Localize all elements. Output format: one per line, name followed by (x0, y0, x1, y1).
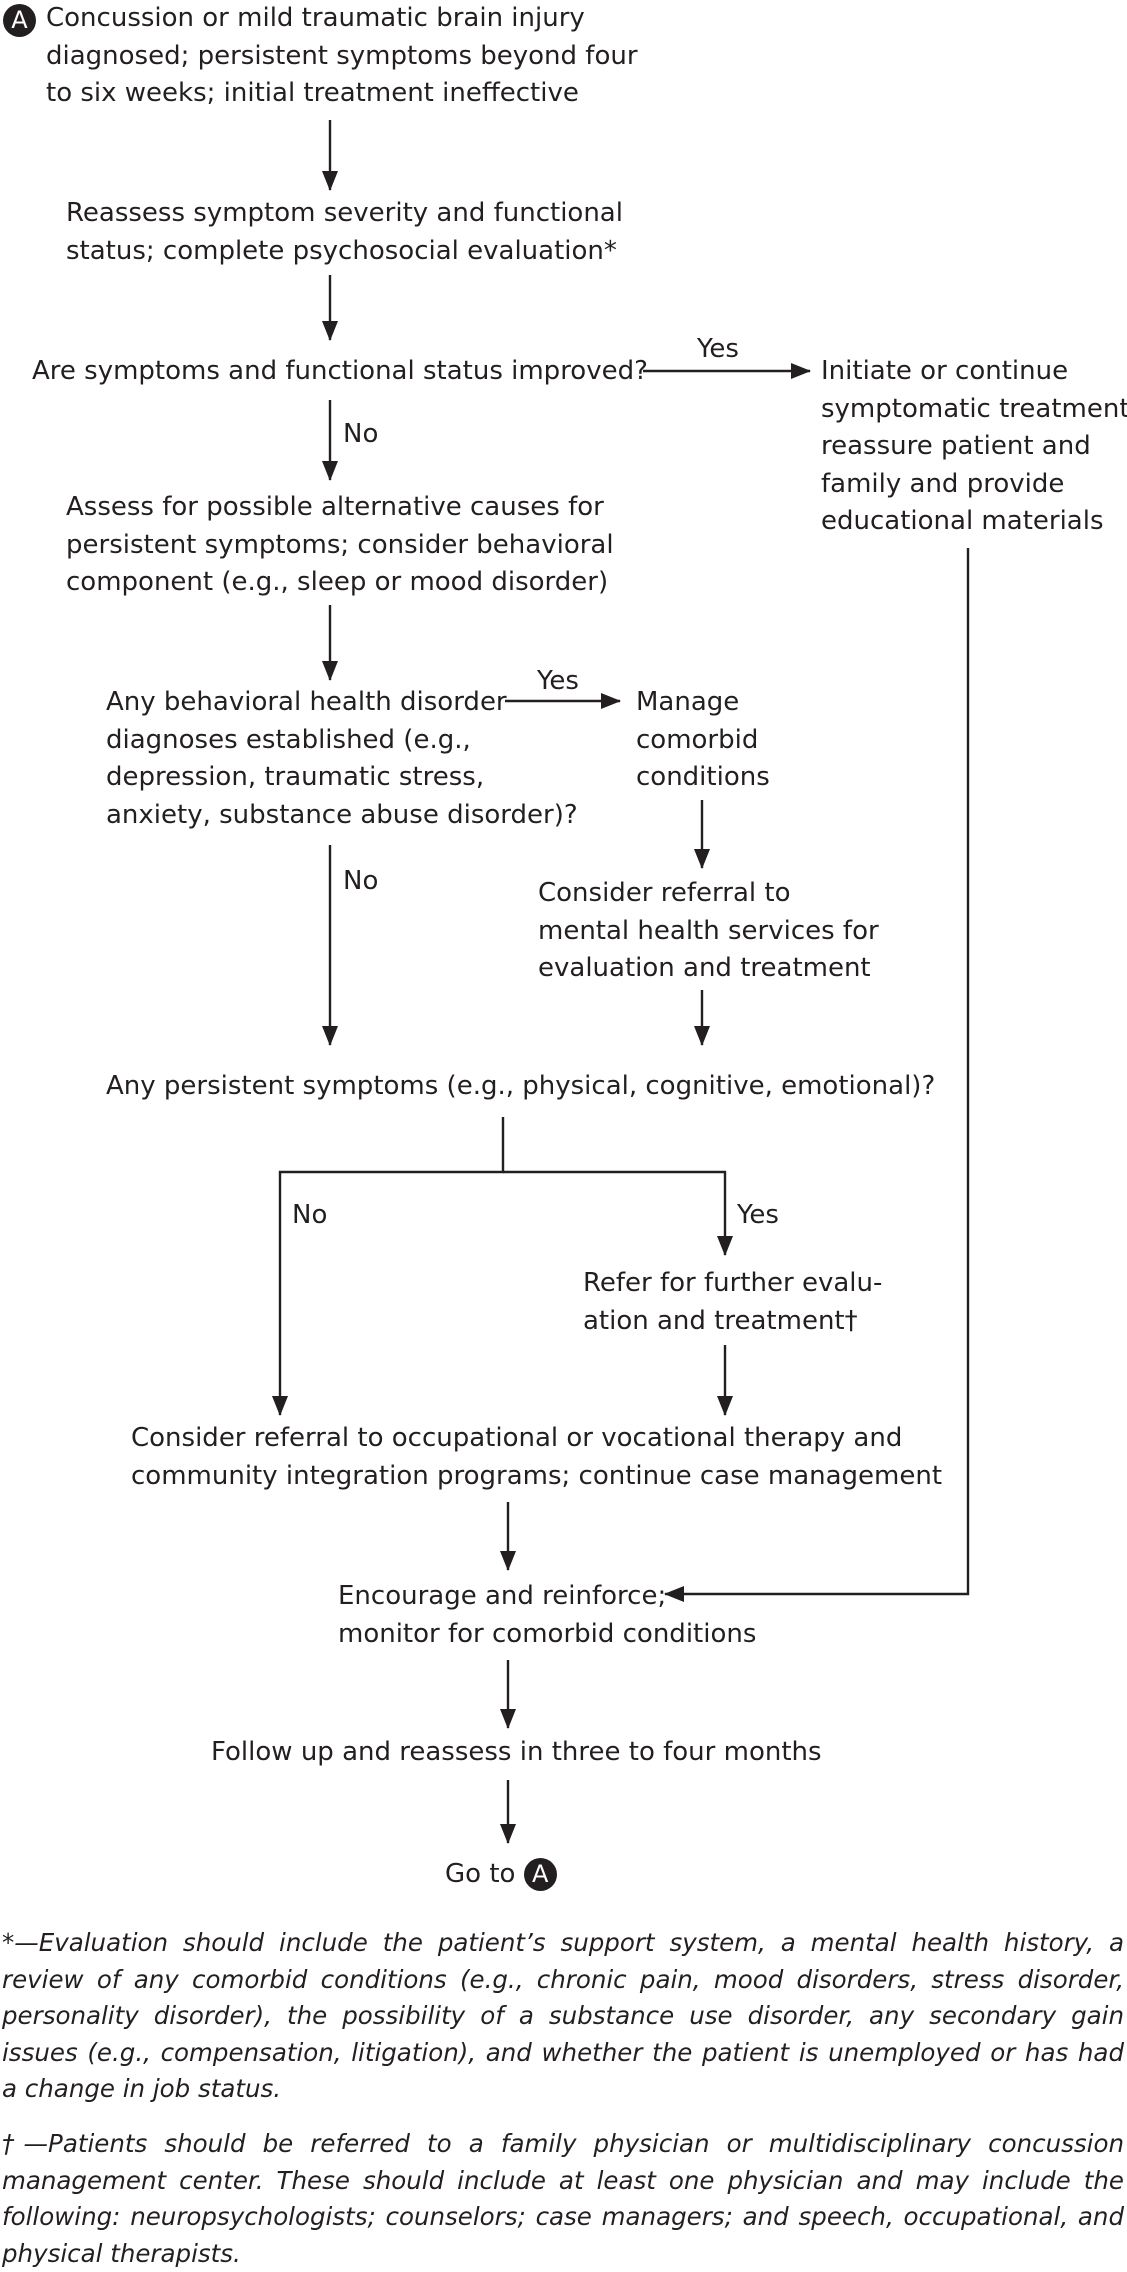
step-line: Are symptoms and functional status impro… (32, 356, 648, 386)
step-line: educational materials (821, 506, 1104, 536)
step-manage-comorbid: Manage comorbid conditions (636, 684, 770, 797)
step-line: component (e.g., sleep or mood disorder) (66, 567, 609, 597)
step-line: to six weeks; initial treatment ineffect… (46, 78, 579, 108)
step-alternative-causes: Assess for possible alternative causes f… (66, 489, 614, 602)
step-line: mental health services for (538, 915, 879, 946)
step-occupational-referral: Consider referral to occupational or voc… (131, 1420, 942, 1495)
step-line: conditions (636, 762, 770, 792)
step-line: Follow up and reassess in three to four … (211, 1737, 822, 1767)
step-line: Concussion or mild traumatic brain injur… (46, 3, 585, 33)
step-line: family and provide (821, 468, 1065, 499)
step-further-evaluation: Refer for further evalu- ation and treat… (583, 1265, 882, 1340)
step-line: Any persistent symptoms (e.g., physical,… (106, 1071, 936, 1101)
label-no-behavioral: No (343, 866, 379, 896)
label-yes-improved: Yes (697, 334, 739, 364)
footnote-asterisk: *—Evaluation should include the patient’… (2, 1928, 1124, 2103)
goto-label: Go to (445, 1859, 516, 1889)
step-line: Consider referral to (538, 878, 791, 908)
step-line: Refer for further evalu- (583, 1268, 883, 1298)
step-line: symptomatic treatment; (821, 393, 1127, 424)
step-line: Assess for possible alternative causes f… (66, 492, 604, 522)
question-behavioral: Any behavioral health disorder diagnoses… (106, 684, 578, 834)
persistent-yes-line (503, 1170, 733, 1256)
step-start: Concussion or mild traumatic brain injur… (46, 0, 638, 113)
step-line: comorbid (636, 724, 759, 755)
goto-badge-icon: A (523, 1858, 557, 1891)
step-symptomatic-treatment: Initiate or continue symptomatic treatme… (821, 353, 1127, 541)
step-line: monitor for comorbid conditions (338, 1618, 757, 1649)
step-line: Encourage and reinforce; (338, 1581, 667, 1611)
step-line: Manage (636, 687, 740, 717)
step-reassess: Reassess symptom severity and functional… (66, 195, 623, 270)
step-follow-up: Follow up and reassess in three to four … (211, 1734, 822, 1772)
step-line: Reassess symptom severity and functional (66, 198, 623, 228)
label-yes-behavioral: Yes (537, 666, 579, 696)
question-improved: Are symptoms and functional status impro… (32, 353, 648, 391)
step-line: ation and treatment† (583, 1305, 858, 1336)
step-line: reassure patient and (821, 431, 1091, 461)
step-line: persistent symptoms; consider behavioral (66, 529, 614, 560)
label-no-persistent: No (292, 1200, 328, 1230)
label-yes-persistent: Yes (737, 1200, 779, 1230)
start-badge-icon: A (3, 4, 36, 37)
step-go-to: Go to A (445, 1856, 557, 1894)
step-line: Initiate or continue (821, 356, 1069, 386)
footnote-dagger: †—Patients should be referred to a famil… (2, 2129, 1124, 2268)
step-line: status; complete psychosocial evaluation… (66, 235, 617, 266)
step-line: community integration programs; continue… (131, 1460, 943, 1491)
step-line: Consider referral to occupational or voc… (131, 1423, 903, 1453)
label-no-improved: No (343, 419, 379, 449)
symptomatic-return-line (664, 548, 970, 1602)
step-line: depression, traumatic stress, (106, 762, 485, 792)
question-persistent-symptoms: Any persistent symptoms (e.g., physical,… (106, 1068, 935, 1106)
step-mental-health-referral: Consider referral to mental health servi… (538, 875, 879, 988)
step-line: anxiety, substance abuse disorder)? (106, 799, 578, 830)
step-line: evaluation and treatment (538, 953, 871, 983)
step-line: diagnoses established (e.g., (106, 724, 471, 755)
step-line: Any behavioral health disorder (106, 687, 507, 717)
step-line: diagnosed; persistent symptoms beyond fo… (46, 40, 638, 71)
persistent-split-line (272, 1117, 505, 1416)
step-encourage-reinforce: Encourage and reinforce; monitor for com… (338, 1578, 756, 1653)
